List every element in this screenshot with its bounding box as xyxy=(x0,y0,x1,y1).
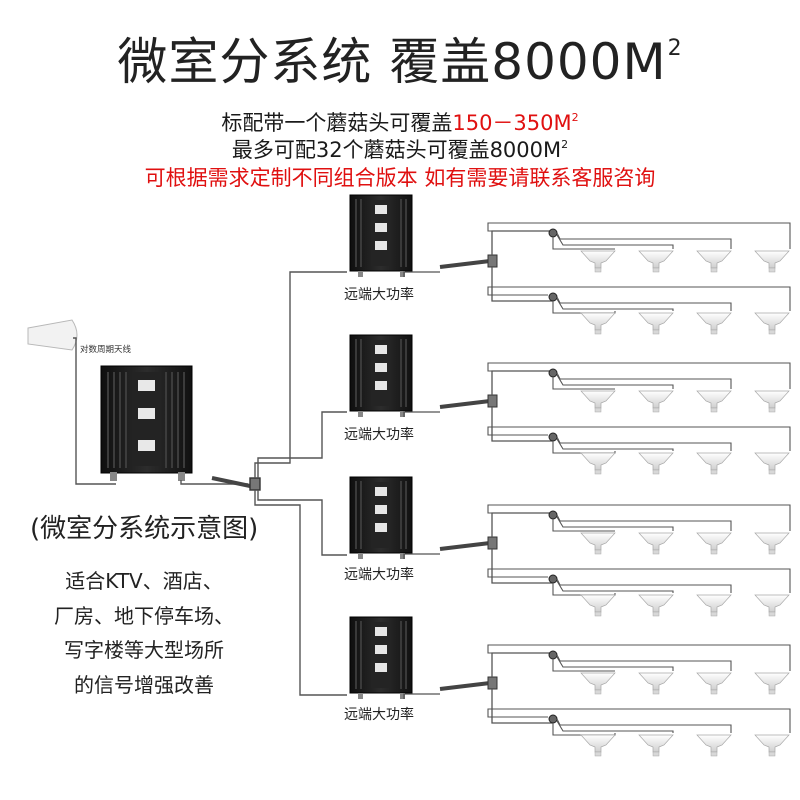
ceiling-antenna-icon xyxy=(754,532,790,555)
splitter xyxy=(487,676,498,690)
indicator-panel xyxy=(375,663,387,672)
indicator-panel xyxy=(375,223,387,232)
branch-group-1 xyxy=(403,222,791,335)
remote-unit-label-2: 远端大功率 xyxy=(344,427,414,443)
remote-unit-4 xyxy=(349,616,413,699)
standard-coverage-range: 150－350M xyxy=(452,111,572,135)
spec-line-standard: 标配带一个蘑菇头可覆盖150－350M2 xyxy=(221,111,579,135)
distribution-branches xyxy=(403,222,791,757)
splitter-node xyxy=(548,714,558,724)
customization-note: 可根据需求定制不同组合版本 如有需要请联系客服咨询 xyxy=(144,166,656,190)
splitter-node xyxy=(548,228,558,238)
ceiling-antenna-icon xyxy=(580,452,616,475)
indicator-panel xyxy=(375,363,387,372)
ceiling-antenna-icon xyxy=(580,734,616,757)
ceiling-antenna-icon xyxy=(696,734,732,757)
ceiling-antenna-icon xyxy=(754,312,790,335)
ceiling-antenna-icon xyxy=(638,250,674,273)
use-case-line-2: 厂房、地下停车场、 xyxy=(54,604,234,628)
indicator-panel xyxy=(375,627,387,636)
ceiling-antenna-icon xyxy=(638,312,674,335)
remote-unit-1 xyxy=(349,194,413,277)
ceiling-antenna-icon xyxy=(754,452,790,475)
ceiling-antenna-icon xyxy=(580,312,616,335)
splitter-node xyxy=(548,574,558,584)
ceiling-antenna-icon xyxy=(754,672,790,695)
ceiling-antenna-icon xyxy=(580,672,616,695)
main-repeater-unit xyxy=(100,365,193,481)
ceiling-antenna-icon xyxy=(696,312,732,335)
indicator-panel xyxy=(375,505,387,514)
splitter-node xyxy=(548,432,558,442)
ceiling-antenna-icon xyxy=(696,672,732,695)
remote-units xyxy=(349,194,413,699)
use-case-line-1: 适合KTV、酒店、 xyxy=(65,569,223,593)
ceiling-antenna-icon xyxy=(580,532,616,555)
spec-line-maximum: 最多可配32个蘑菇头可覆盖8000M2 xyxy=(231,138,569,162)
ceiling-antenna-icon xyxy=(696,250,732,273)
indicator-panel xyxy=(375,645,387,654)
splitter-node xyxy=(548,650,558,660)
splitter-node xyxy=(548,510,558,520)
ceiling-antenna-icon xyxy=(580,594,616,617)
ceiling-antenna-icon xyxy=(696,390,732,413)
indicator-panel xyxy=(375,241,387,250)
indicator-panel xyxy=(375,381,387,390)
ceiling-antenna-icon xyxy=(580,250,616,273)
indicator-panel xyxy=(375,205,387,214)
splitter-node xyxy=(548,368,558,378)
remote-unit-label-3: 远端大功率 xyxy=(344,567,414,583)
page-title: 微室分系统 覆盖8000M2 xyxy=(117,33,683,91)
ceiling-antenna-icon xyxy=(754,594,790,617)
ceiling-antenna-icon xyxy=(580,390,616,413)
remote-unit-3 xyxy=(349,476,413,559)
ceiling-antenna-icon xyxy=(696,594,732,617)
ceiling-antenna-icon xyxy=(754,390,790,413)
donor-antenna xyxy=(27,319,116,485)
ceiling-antenna-icon xyxy=(638,390,674,413)
ceiling-antenna-icon xyxy=(638,452,674,475)
branch-group-3 xyxy=(403,504,791,617)
splitter xyxy=(487,394,498,408)
diagram-caption: (微室分系统示意图) xyxy=(30,514,259,544)
branch-group-4 xyxy=(403,644,791,757)
splitter-node xyxy=(548,292,558,302)
ceiling-antenna-icon xyxy=(754,734,790,757)
ceiling-antenna-icon xyxy=(638,594,674,617)
ceiling-antenna-icon xyxy=(696,452,732,475)
indicator-panel xyxy=(375,487,387,496)
ceiling-antenna-icon xyxy=(696,532,732,555)
use-case-line-3: 写字楼等大型场所 xyxy=(64,638,224,662)
ceiling-antenna-icon xyxy=(638,672,674,695)
remote-unit-label-1: 远端大功率 xyxy=(344,287,414,303)
branch-group-2 xyxy=(403,362,791,475)
trunk-cable xyxy=(180,271,347,696)
donor-antenna-label: 对数周期天线 xyxy=(80,345,132,355)
indicator-panel xyxy=(375,345,387,354)
ceiling-antenna-icon xyxy=(638,532,674,555)
indicator-panel xyxy=(375,523,387,532)
use-case-line-4: 的信号增强改善 xyxy=(74,673,214,697)
remote-unit-label-4: 远端大功率 xyxy=(344,707,414,723)
splitter xyxy=(487,254,498,268)
ceiling-antenna-icon xyxy=(754,250,790,273)
remote-unit-2 xyxy=(349,334,413,417)
splitter xyxy=(487,536,498,550)
ceiling-antenna-icon xyxy=(638,734,674,757)
